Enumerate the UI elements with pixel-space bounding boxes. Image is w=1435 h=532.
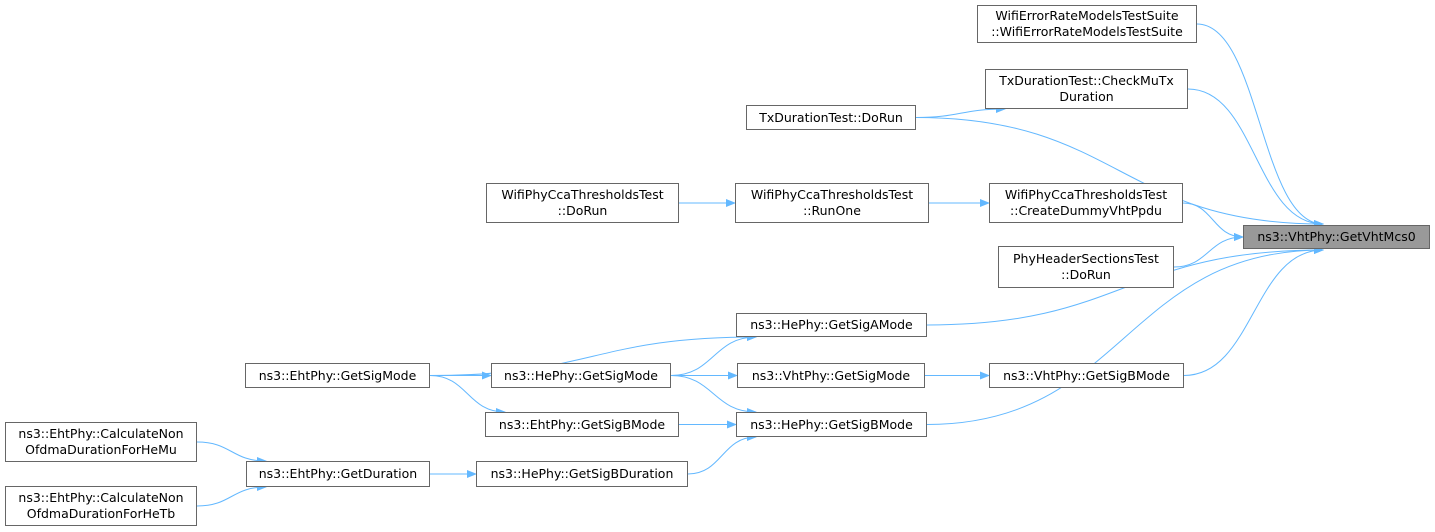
node-line: ns3::EhtPhy::GetSigMode — [258, 367, 417, 383]
node-vhtphy-getvhtmcs0: ns3::VhtPhy::GetVhtMcs0 — [1243, 225, 1430, 249]
node-line: WifiPhyCcaThresholdsTest — [750, 187, 914, 202]
node-vhtphy-getsigbmode[interactable]: ns3::VhtPhy::GetSigBMode — [989, 363, 1184, 388]
node-ehtphy-getduration[interactable]: ns3::EhtPhy::GetDuration — [246, 461, 430, 487]
node-line: ::DoRun — [1061, 267, 1111, 282]
edge-calcmu-to-ehtdur — [196, 441, 267, 465]
node-line: ns3::EhtPhy::GetDuration — [258, 466, 418, 481]
edge-ccadummy-to-root — [1182, 202, 1244, 241]
node-txdurationtest-dorun[interactable]: TxDurationTest::DoRun — [746, 105, 916, 130]
node-ehtphy-calculatenonofdmadurationforhemu[interactable]: ns3::EhtPhy::CalculateNon OfdmaDurationF… — [5, 422, 197, 462]
node-line: ns3::VhtPhy::GetSigBMode — [1003, 367, 1170, 383]
node-vhtphy-getsigmode[interactable]: ns3::VhtPhy::GetSigMode — [737, 363, 925, 388]
node-line: ns3::HePhy::GetSigMode — [504, 367, 658, 383]
edge-vhtsigb-to-root — [1183, 246, 1324, 376]
node-line: OfdmaDurationForHeTb — [26, 506, 176, 521]
node-wifiphyccathresholdstest-dorun[interactable]: WifiPhyCcaThresholdsTest ::DoRun — [486, 183, 679, 223]
node-line: ns3::HePhy::GetSigBMode — [750, 416, 913, 432]
node-line: TxDurationTest::DoRun — [759, 109, 903, 125]
node-line: ::DoRun — [557, 203, 608, 218]
node-line: ns3::EhtPhy::CalculateNon — [18, 490, 184, 505]
node-ehtphy-getsigbmode[interactable]: ns3::EhtPhy::GetSigBMode — [485, 412, 679, 437]
node-wifiphyccathresholdstest-runone[interactable]: WifiPhyCcaThresholdsTest ::RunOne — [735, 183, 929, 223]
node-line: ns3::VhtPhy::GetVhtMcs0 — [1257, 229, 1416, 244]
node-hephy-getsigbduration[interactable]: ns3::HePhy::GetSigBDuration — [476, 461, 688, 487]
node-line: Duration — [1059, 89, 1114, 104]
edge-checkmutx-to-root — [1187, 88, 1324, 228]
node-line: OfdmaDurationForHeMu — [25, 442, 177, 457]
edge-hesigbdur-to-hesigb — [687, 433, 757, 475]
node-hephy-getsigmode[interactable]: ns3::HePhy::GetSigMode — [491, 363, 671, 388]
node-phyheadersectionstest-dorun[interactable]: PhyHeaderSectionsTest ::DoRun — [998, 246, 1174, 288]
node-line: WifiErrorRateModelsTestSuite — [995, 8, 1179, 23]
node-ehtphy-calculatenonofdmadurationforhetb[interactable]: ns3::EhtPhy::CalculateNon OfdmaDurationF… — [5, 486, 197, 526]
edge-calctb-to-ehtdur — [196, 483, 267, 507]
node-line: ns3::EhtPhy::CalculateNon — [18, 426, 184, 441]
edge-hesigmode-to-hesigb — [670, 375, 757, 416]
node-txdurationtest-checkmutxduration[interactable]: TxDurationTest::CheckMuTx Duration — [985, 69, 1188, 109]
edge-ehtsigmode-to-ehtsigb — [429, 375, 506, 416]
node-line: ns3::HePhy::GetSigBDuration — [490, 466, 674, 481]
node-line: ns3::EhtPhy::GetSigBMode — [498, 416, 666, 432]
node-ehtphy-getsigmode[interactable]: ns3::EhtPhy::GetSigMode — [245, 363, 430, 388]
node-wifiphyccathresholdstest-createdummyvhtppdu[interactable]: WifiPhyCcaThresholdsTest ::CreateDummyVh… — [989, 183, 1183, 223]
node-line: ::RunOne — [803, 203, 861, 218]
node-line: ::WifiErrorRateModelsTestSuite — [991, 24, 1183, 39]
edge-txdorun-to-root — [915, 117, 1324, 228]
node-hephy-getsigbmode[interactable]: ns3::HePhy::GetSigBMode — [736, 412, 927, 437]
node-hephy-getsigamode[interactable]: ns3::HePhy::GetSigAMode — [736, 313, 927, 337]
edge-errrate-to-root — [1196, 23, 1324, 228]
node-line: WifiPhyCcaThresholdsTest — [501, 187, 664, 202]
node-line: ::CreateDummyVhtPpdu — [1010, 203, 1162, 218]
node-line: WifiPhyCcaThresholdsTest — [1004, 187, 1168, 202]
node-line: TxDurationTest::CheckMuTx — [999, 73, 1174, 88]
node-line: ns3::HePhy::GetSigAMode — [750, 317, 913, 332]
edge-hesigmode-to-hesiga — [670, 333, 757, 376]
node-line: PhyHeaderSectionsTest — [1013, 251, 1159, 266]
node-line: ns3::VhtPhy::GetSigMode — [751, 367, 911, 383]
edge-hesigb-to-root — [926, 246, 1324, 425]
node-wifierrorratemodelstestsuite[interactable]: WifiErrorRateModelsTestSuite ::WifiError… — [977, 5, 1197, 43]
edge-phyhdr-to-root — [1173, 233, 1244, 268]
edge-txdorun-to-checkmutx — [915, 105, 1006, 118]
